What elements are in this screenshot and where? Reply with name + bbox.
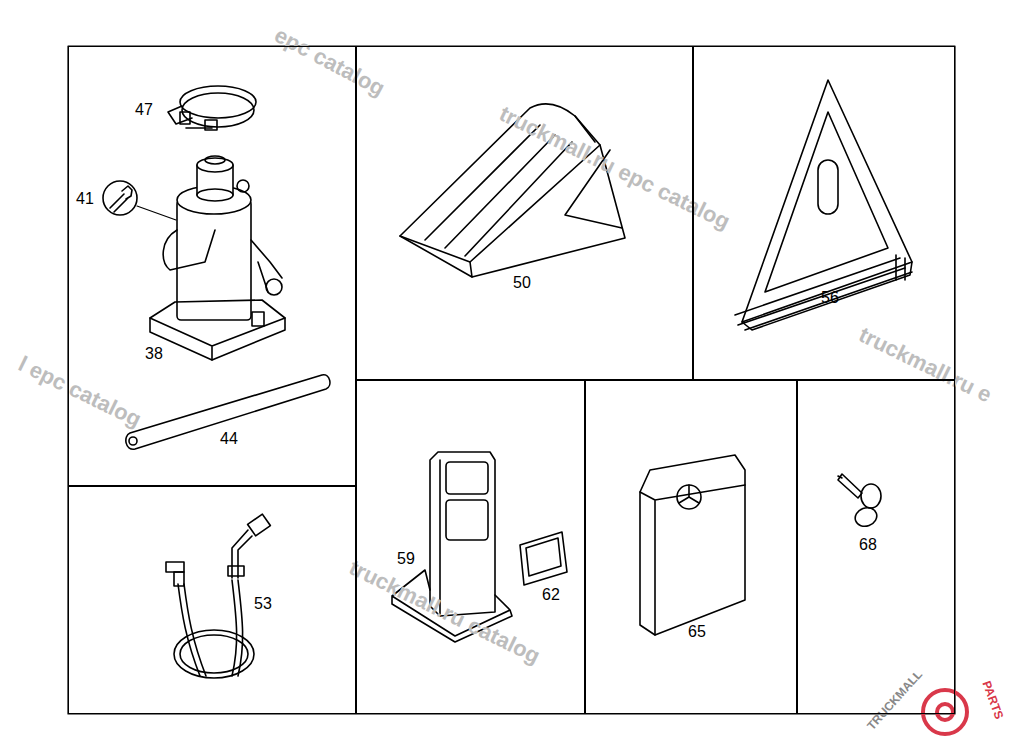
- parts-panel: 50: [356, 46, 693, 380]
- callout-number: 44: [220, 431, 238, 447]
- callout-number: 53: [254, 596, 272, 612]
- parts-panel: 56: [693, 46, 955, 380]
- watermark-text: truckmall.ru e: [854, 322, 995, 409]
- watermark-text: truckmall.ru epc catalog: [496, 101, 735, 235]
- outer-frame: [68, 46, 955, 714]
- bar-drawing: [126, 375, 330, 449]
- watermark-text: l epc catalog: [14, 351, 145, 433]
- logo-gear: [923, 690, 967, 734]
- parts-panel: 68: [797, 380, 955, 714]
- callout-number: 59: [397, 551, 415, 567]
- watermark-text: PARTS: [980, 679, 1007, 721]
- callout-number: 65: [688, 624, 706, 640]
- callout-number: 38: [145, 346, 163, 362]
- callout-number: 56: [821, 290, 839, 306]
- card-drawing: [520, 532, 567, 585]
- watermark-text: epc catalog: [270, 22, 389, 102]
- wrench-drawing: [103, 181, 176, 220]
- parts-panel: 47 41 38 44: [68, 46, 356, 486]
- callout-number: 68: [859, 537, 877, 553]
- parts-panel: 59 62: [356, 380, 585, 714]
- watermark-text: TRUCKMALL: [865, 667, 926, 732]
- key-drawing: [838, 474, 881, 529]
- jack-drawing: [150, 156, 285, 360]
- watermark-text: truckmall.ru catalog: [345, 554, 544, 669]
- callout-number: 47: [135, 102, 153, 118]
- pouch-drawing: [640, 455, 745, 635]
- warning-triangle-drawing: [735, 80, 912, 330]
- clamp-drawing: [168, 86, 256, 130]
- parts-panel: 65: [585, 380, 797, 714]
- callout-number: 50: [513, 275, 531, 291]
- callout-number: 41: [76, 191, 94, 207]
- callout-number: 62: [542, 587, 560, 603]
- parts-panel: 53: [68, 486, 356, 714]
